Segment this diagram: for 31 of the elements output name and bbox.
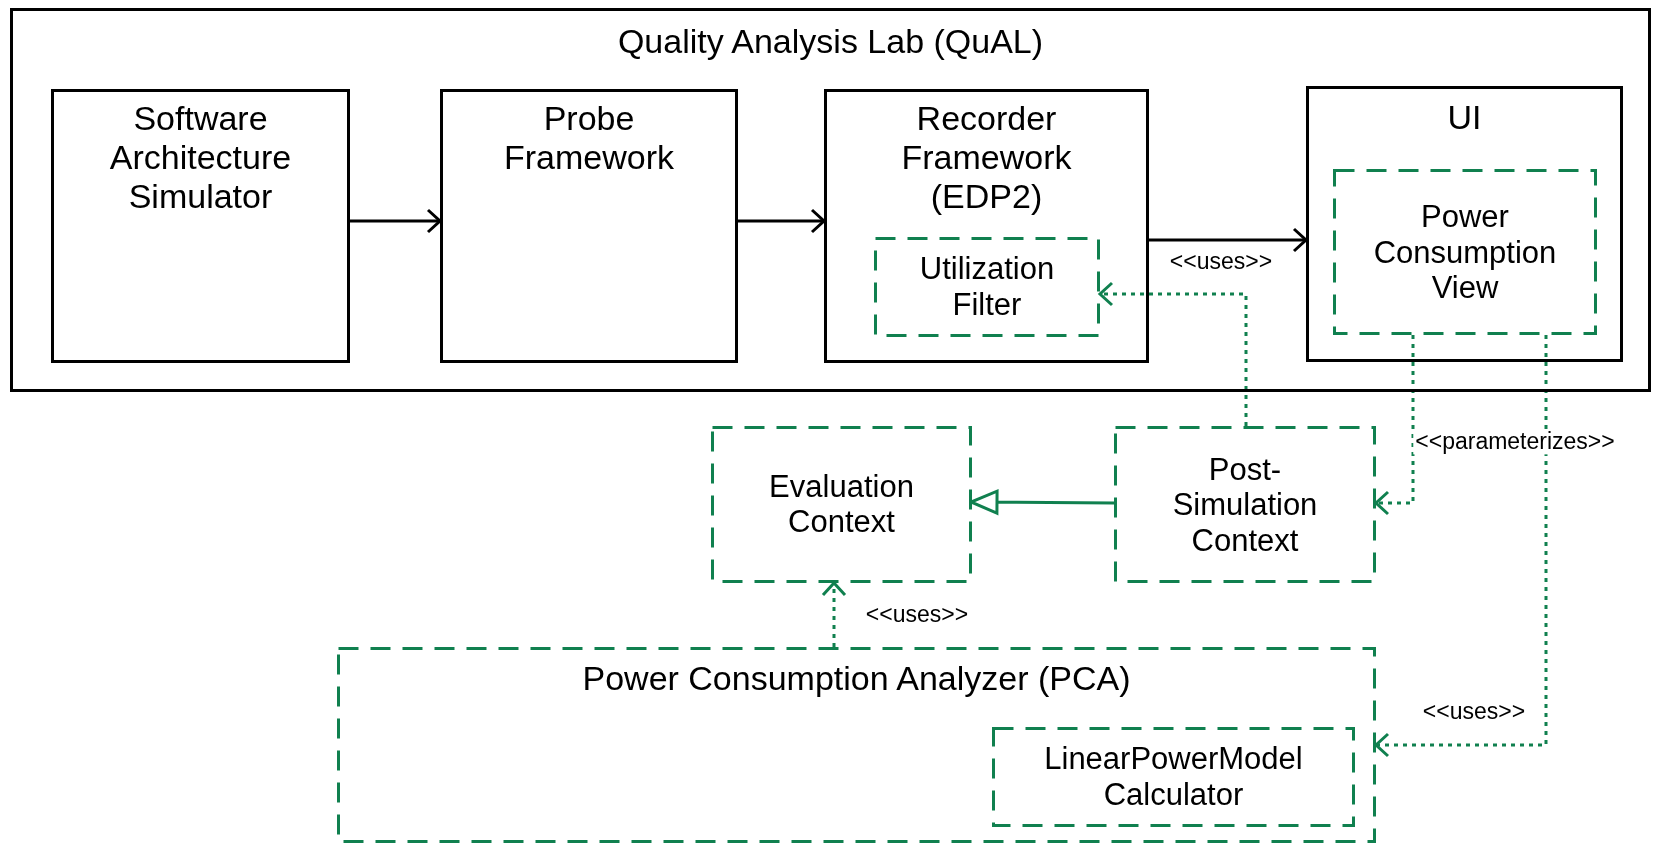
node-label: Post-Simulation Context	[1171, 451, 1319, 558]
container-box	[10, 8, 1651, 392]
generalization-arrow	[969, 489, 1114, 515]
component-box	[874, 237, 1100, 337]
arrow	[738, 208, 826, 234]
arrow	[1374, 335, 1415, 516]
node-label: Utilization Filter	[918, 251, 1056, 323]
arrow	[1149, 227, 1308, 253]
container-box	[824, 89, 1149, 363]
node-label: Quality Analysis Lab (QuAL)	[616, 22, 1045, 62]
node-label: Evaluation Context	[768, 468, 915, 541]
edge-label: <<parameterizes>>	[1413, 429, 1617, 455]
node-label: Probe Framework	[503, 99, 675, 178]
node-label: Power Consumption Analyzer (PCA)	[581, 659, 1132, 699]
node-label: Recorder Framework (EDP2)	[900, 99, 1073, 217]
component-box	[992, 727, 1355, 827]
node-label: LinearPowerModel Calculator	[1043, 741, 1304, 813]
container-box	[1306, 86, 1623, 362]
node-label: UI	[1446, 98, 1483, 138]
node-label: Software Architecture Simulator	[108, 99, 293, 217]
node-label: Power Consumption View	[1372, 198, 1558, 306]
component-box	[711, 426, 972, 583]
component-box	[1333, 169, 1597, 335]
arrow	[1098, 281, 1248, 426]
container-box	[440, 89, 738, 363]
component-box	[337, 647, 1376, 843]
component-box	[1114, 426, 1376, 583]
arrow	[350, 208, 442, 234]
arrow	[1374, 335, 1548, 758]
container-box	[51, 89, 350, 363]
arrow	[821, 581, 847, 647]
